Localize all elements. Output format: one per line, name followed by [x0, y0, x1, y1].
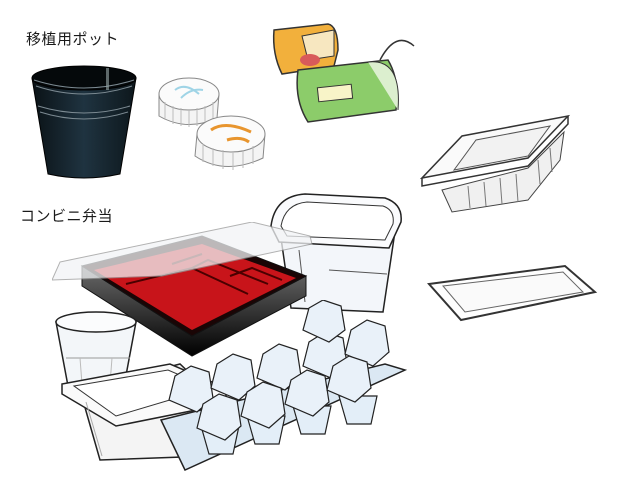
bottle-caps — [155, 72, 275, 182]
plastic-cup — [50, 310, 140, 390]
snack-wrappers — [268, 10, 418, 130]
plant-pot — [28, 62, 140, 182]
pot-label: 移植用ポット — [26, 30, 120, 48]
clear-food-pack — [418, 110, 573, 220]
bento-label: コンビニ弁当 — [20, 207, 114, 225]
bento-box — [52, 222, 314, 362]
flat-tray — [425, 262, 600, 324]
egg-carton — [155, 300, 410, 480]
